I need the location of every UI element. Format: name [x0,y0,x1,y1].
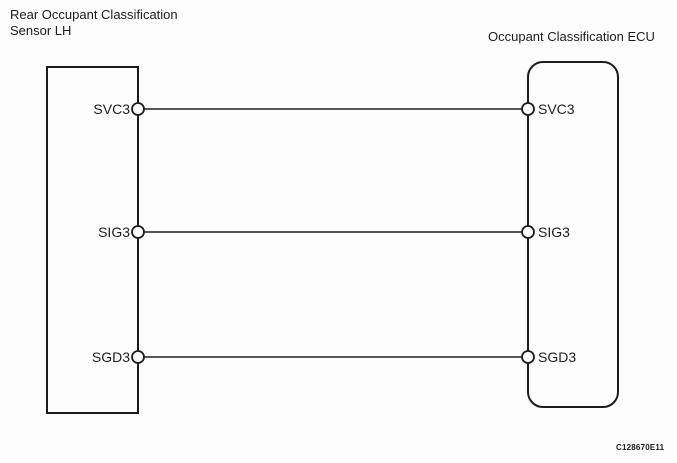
pin-label-left-sgd3: SGD3 [91,349,130,365]
terminal-right-sgd3 [521,350,535,364]
pin-label-right-sig3: SIG3 [538,224,570,240]
terminal-right-svc3 [521,102,535,116]
figure-code: C128670E11 [616,443,665,452]
left-component-title: Rear Occupant Classification Sensor LH [10,7,178,38]
pin-label-left-svc3: SVC3 [93,101,130,117]
terminal-left-svc3 [131,102,145,116]
terminal-left-sig3 [131,225,145,239]
terminal-left-sgd3 [131,350,145,364]
pin-label-left-sig3: SIG3 [98,224,130,240]
terminal-right-sig3 [521,225,535,239]
pin-label-right-svc3: SVC3 [538,101,575,117]
right-component-title: Occupant Classification ECU [488,29,655,44]
pin-label-right-sgd3: SGD3 [538,349,577,365]
left-component-box [46,66,139,414]
